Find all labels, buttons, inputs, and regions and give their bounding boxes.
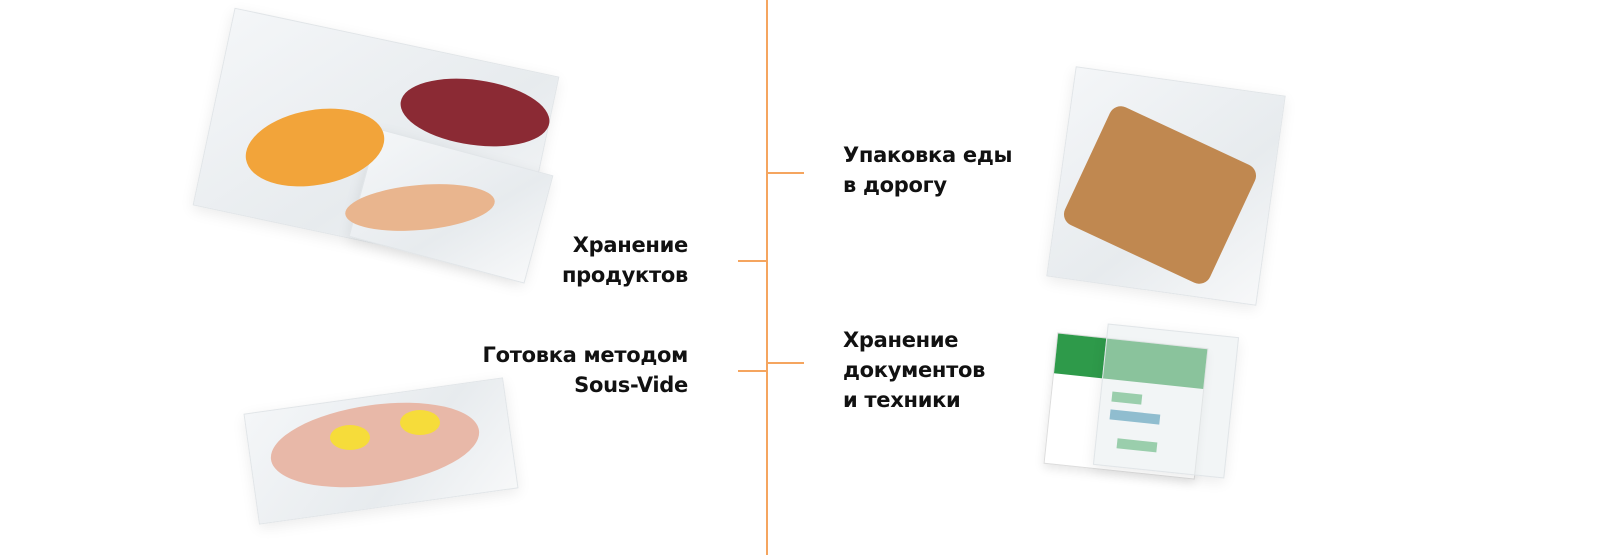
label-food-storage: Хранение продуктов bbox=[562, 230, 688, 290]
connector-sous-vide bbox=[738, 370, 766, 372]
connector-travel-food bbox=[768, 172, 804, 174]
label-line: Готовка методом bbox=[482, 343, 689, 367]
label-line: Sous-Vide bbox=[574, 373, 688, 397]
connector-documents bbox=[768, 362, 804, 364]
label-line: документов bbox=[843, 358, 986, 382]
label-line: и техники bbox=[843, 388, 961, 412]
connector-food-storage bbox=[738, 260, 766, 262]
label-line: Упаковка еды bbox=[843, 143, 1013, 167]
label-line: продуктов bbox=[561, 263, 688, 287]
label-line: Хранение bbox=[843, 328, 959, 352]
label-line: Хранение bbox=[572, 233, 689, 257]
center-divider-line bbox=[766, 0, 768, 555]
label-line: в дорогу bbox=[843, 173, 947, 197]
label-travel-food: Упаковка еды в дорогу bbox=[843, 140, 1012, 200]
label-sous-vide: Готовка методом Sous-Vide bbox=[483, 340, 689, 400]
label-documents: Хранение документов и техники bbox=[843, 325, 985, 415]
